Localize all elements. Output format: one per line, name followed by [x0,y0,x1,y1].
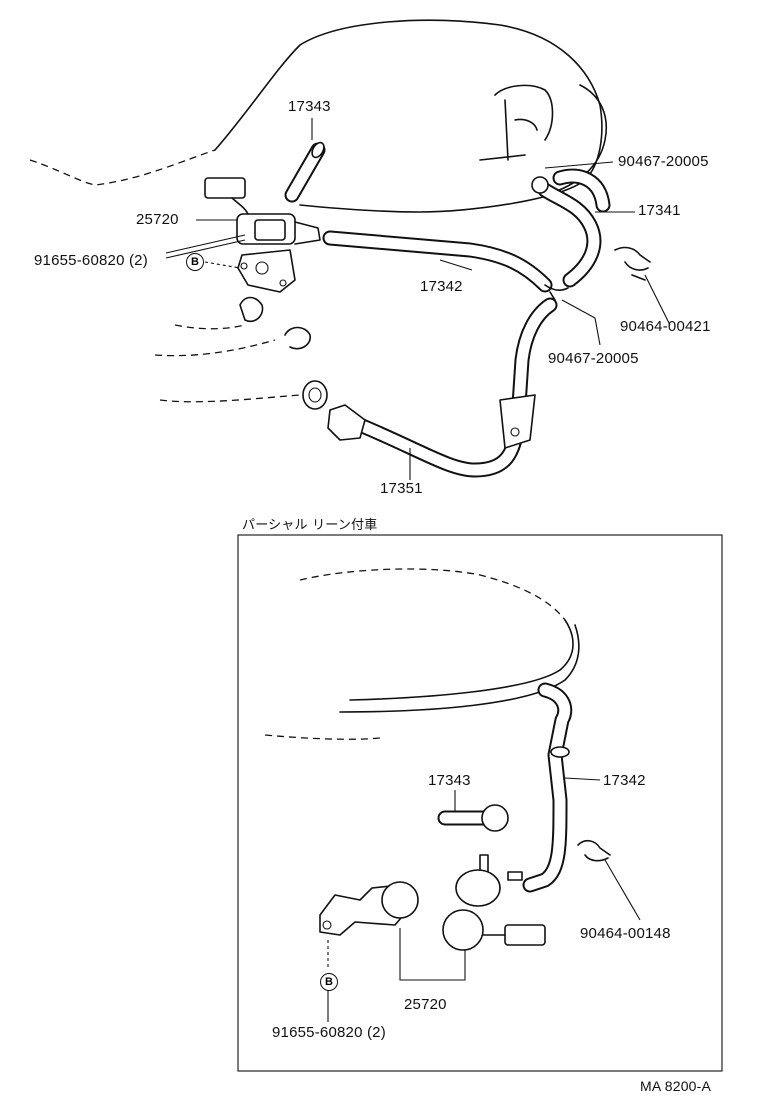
vsv-25720 [204,177,321,293]
label-90464-00421: 90464-00421 [620,318,711,335]
engine-outline-top [29,149,216,186]
engine-outline-mid [154,324,301,403]
label-25720: 25720 [136,211,179,228]
clamp-90467-lower [544,284,569,301]
inset-hose-17342 [522,682,573,893]
hose-17341 [531,168,611,288]
inset-assembly [237,534,723,1072]
inset-label-25720: 25720 [404,996,447,1013]
inset-housing-top [299,568,566,621]
inset-label-90464-00148: 90464-00148 [580,925,671,942]
label-17341: 17341 [638,202,681,219]
label-17343: 17343 [288,98,331,115]
inset-housing-rim [339,619,580,713]
hose-17343 [284,141,326,203]
inset-caption: パーシャル リーン付車 [242,518,378,533]
hose-17342 [322,230,553,293]
inset-hose-17343 [437,804,509,832]
air-cleaner-rim [544,84,607,196]
inset-label-91655-60820: 91655-60820 (2) [272,1024,386,1041]
fitting-round [302,380,328,410]
housing-outlet [479,84,554,161]
figure-code: MA 8200-A [640,1078,712,1094]
label-91655-60820: 91655-60820 (2) [34,252,148,269]
clip-90464-00421 [614,246,651,281]
marker-b-inset: B [320,973,338,991]
inset-label-17342: 17342 [603,772,646,789]
label-90467-20005-upper: 90467-20005 [618,153,709,170]
inset-label-17343: 17343 [428,772,471,789]
marker-b-top: B [186,253,204,271]
label-17351: 17351 [380,480,423,497]
inset-frame [237,534,723,1072]
pipe-17351 [327,297,558,478]
air-cleaner-housing [214,19,603,213]
label-90467-20005-lower: 90467-20005 [548,350,639,367]
inset-vsv [442,854,546,951]
top-assembly [29,19,671,480]
inset-clip [577,839,611,862]
label-17342: 17342 [420,278,463,295]
